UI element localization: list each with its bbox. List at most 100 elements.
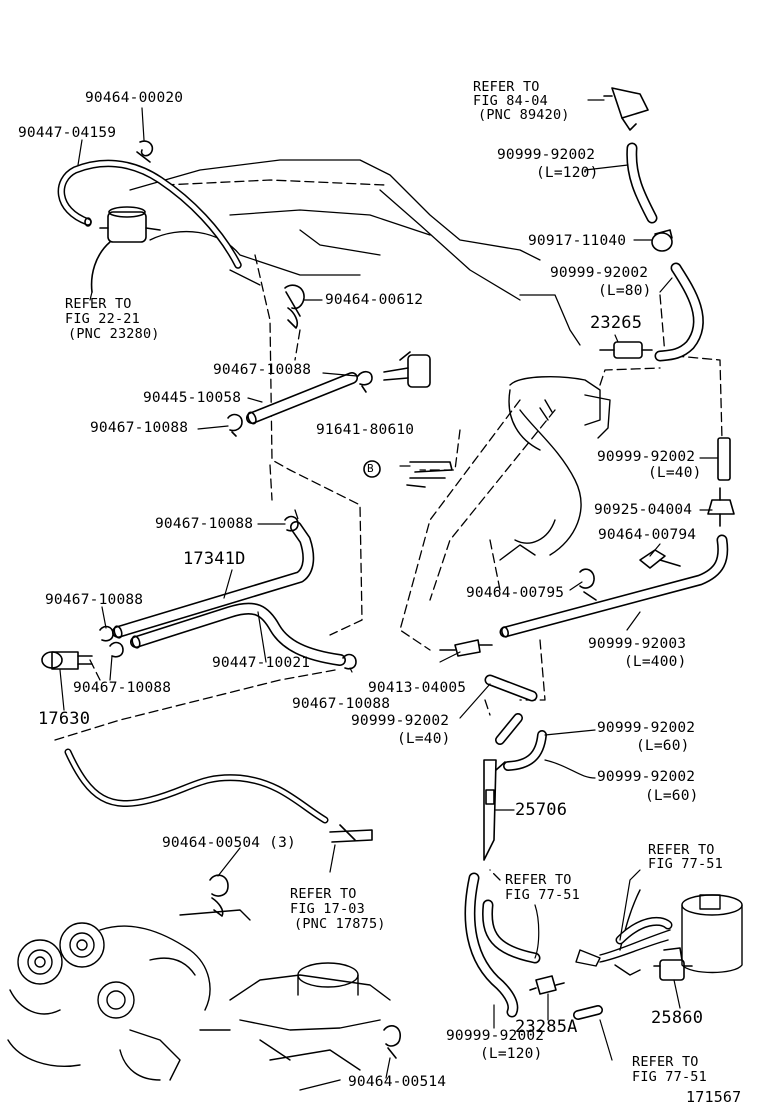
label-ref-fig-84-04-line3: (PNC 89420) (478, 107, 570, 123)
clip-90464-00504 (209, 874, 229, 917)
hose-90999-92003 (499, 534, 729, 638)
valve-23265 (599, 341, 653, 359)
clip-90464-00794 (639, 549, 681, 569)
label-90999-92002-d: 90999-92002 (351, 713, 450, 729)
label-90999-92002-c: 90999-92002 (597, 449, 696, 465)
label-90999-92002-b: 90999-92002 (550, 265, 649, 281)
clip-90467-10088-a (357, 370, 373, 393)
label-90999-92002-f: 90999-92002 (597, 769, 696, 785)
label-90999-92002-g-length: (L=120) (480, 1046, 543, 1062)
label-ref-fig-84-04-line2: FIG 84-04 (473, 93, 548, 109)
hose-90999-92002-l40-right (717, 437, 731, 481)
label-90413-04005: 90413-04005 (368, 680, 467, 696)
label-90999-92002-f-length: (L=60) (645, 788, 699, 804)
label-ref-fig-22-21-line2: FIG 22-21 (65, 311, 140, 327)
label-90999-92002-c-length: (L=40) (648, 465, 702, 481)
label-ref-fig-22-21-line3: (PNC 23280) (68, 326, 160, 342)
label-90999-92002-a-length: (L=120) (536, 165, 599, 181)
label-91641-80610: 91641-80610 (316, 422, 415, 438)
label-90467-10088-c: 90467-10088 (155, 516, 254, 532)
label-ref-fig-84-04-line1: REFER TO (473, 79, 540, 95)
label-90999-92002-b-length: (L=80) (598, 283, 652, 299)
label-90917-11040: 90917-11040 (528, 233, 627, 249)
sensor-89420 (603, 87, 649, 131)
fitting-90413-04005 (439, 639, 493, 657)
hose-to-fig-77-51 (482, 899, 541, 964)
clip-90467-10088-f (342, 653, 357, 670)
engine-outline (129, 159, 581, 346)
label-25860: 25860 (651, 1008, 704, 1028)
label-ref-fig-77-51-c-line2: FIG 77-51 (632, 1069, 707, 1085)
label-mark-b: B (367, 462, 374, 475)
hose-90999-92002-l40-lower (484, 674, 538, 702)
label-90467-10088-f: 90467-10088 (292, 696, 391, 712)
label-90464-00020: 90464-00020 (85, 90, 184, 106)
vsv-25860 (653, 947, 693, 981)
label-90999-92003: 90999-92003 (588, 636, 687, 652)
engine-lower-middle (229, 962, 391, 1091)
clip-90467-10088-e (109, 641, 124, 658)
bracket-91641 (363, 460, 453, 488)
label-90999-92002-e-length: (L=60) (636, 738, 690, 754)
label-90925-04004: 90925-04004 (594, 502, 693, 518)
hose-90447-04159 (57, 159, 242, 269)
valve-90917-11040 (651, 229, 673, 252)
clip-90467-10088-b (227, 413, 243, 437)
hose-lower-left (64, 748, 329, 824)
hose-90999-92002-l60-a (495, 713, 523, 745)
label-ref-fig-17-03-line3: (PNC 17875) (294, 916, 386, 932)
label-23285a: 23285A (515, 1017, 578, 1037)
clip-90467-10088-c (284, 515, 299, 532)
hose-90447-10021 (130, 602, 346, 666)
label-25706: 25706 (515, 800, 568, 820)
hose-17341d (112, 521, 315, 639)
filter-90925-04004 (707, 487, 735, 527)
label-ref-fig-77-51-b-line1: REFER TO (648, 842, 715, 858)
label-90999-92002-g: 90999-92002 (446, 1028, 545, 1044)
label-ref-fig-17-03-line1: REFER TO (290, 886, 357, 902)
hose-90445-10058 (246, 372, 358, 425)
clip-90467-10088-d (99, 625, 114, 642)
label-ref-fig-17-03-line2: FIG 17-03 (290, 901, 365, 917)
label-90999-92002-e: 90999-92002 (597, 720, 696, 736)
label-90467-10088-e: 90467-10088 (73, 680, 172, 696)
dashed-leaders (54, 179, 723, 881)
label-90464-00795: 90464-00795 (466, 585, 565, 601)
label-17630: 17630 (38, 709, 91, 729)
sensor-17630 (41, 651, 93, 670)
valve-23280 (90, 206, 161, 293)
label-90467-10088-b: 90467-10088 (90, 420, 189, 436)
clip-90464-00612 (284, 284, 305, 329)
label-90464-00794: 90464-00794 (598, 527, 697, 543)
label-ref-fig-77-51-a-line2: FIG 77-51 (505, 887, 580, 903)
clip-90464-00020 (136, 140, 154, 163)
filter-23285a (529, 975, 565, 995)
hose-short-77-51 (573, 1005, 603, 1020)
label-17341d: 17341D (183, 549, 246, 569)
hose-90999-92002-l120-top (626, 142, 658, 224)
label-90467-10088-d: 90467-10088 (45, 592, 144, 608)
clip-90464-00795 (579, 568, 597, 601)
label-90447-10021: 90447-10021 (212, 655, 311, 671)
hose-90999-92002-l120-bottom (464, 872, 519, 1018)
hose-90999-92002-l60-b (503, 730, 547, 771)
label-90999-92003-length: (L=400) (624, 654, 687, 670)
throttle-body (499, 376, 611, 561)
canister-assembly (575, 894, 743, 976)
label-90464-00612: 90464-00612 (325, 292, 424, 308)
solid-leaders (59, 99, 719, 1079)
vsv-valve-upper (383, 351, 431, 388)
hose-90999-92002-l80 (654, 262, 704, 362)
label-90999-92002-a: 90999-92002 (497, 147, 596, 163)
engine-lower-left (7, 909, 251, 1081)
label-ref-fig-22-21-line1: REFER TO (65, 296, 132, 312)
clip-90464-00514 (383, 1025, 401, 1059)
connector-17875 (329, 824, 373, 843)
label-90464-00504: 90464-00504 (3) (162, 835, 296, 851)
label-ref-fig-77-51-c-line1: REFER TO (632, 1054, 699, 1070)
label-90467-10088-a: 90467-10088 (213, 362, 312, 378)
label-ref-fig-77-51-b-line2: FIG 77-51 (648, 856, 723, 872)
label-90447-04159: 90447-04159 (18, 125, 117, 141)
